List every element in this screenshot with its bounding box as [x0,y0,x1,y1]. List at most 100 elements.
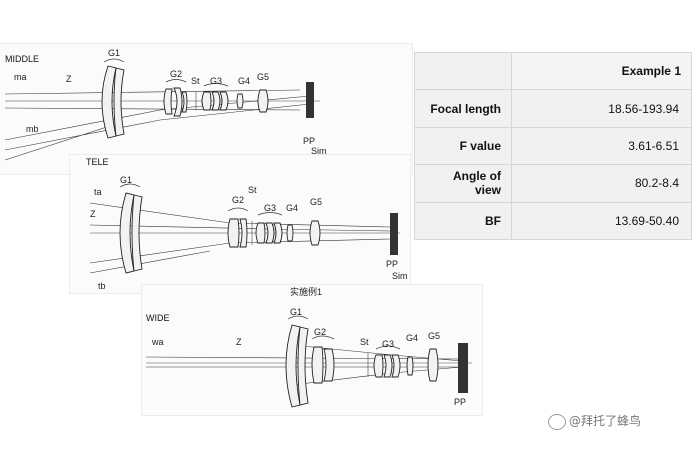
watermark: @拜托了蜂鸟 [548,412,641,430]
wide-axis-label: Z [236,337,242,347]
table-row: Focal length 18.56-193.94 [414,89,692,128]
wide-g1-label: G1 [290,307,302,317]
tele-axis-label: Z [90,209,96,219]
middle-lens-g4 [236,93,244,109]
tele-g3-label: G3 [264,203,276,213]
wide-lens-g2a [311,346,324,384]
row-label: Angle of view [414,164,512,203]
tele-g2-bracket [227,207,249,212]
tele-lens-g3b [265,222,275,244]
tele-ray-b-label: tb [98,281,106,291]
middle-lens-g3a [201,91,212,111]
wide-lens-g5 [427,348,439,382]
middle-lens-g2b [173,87,183,117]
row-value: 3.61-6.51 [511,126,692,166]
wide-lens-g3b [383,354,393,378]
wide-diagram-panel: 实施例1 WIDE wa Z G1 G2 St G3 G4 G5 PP [142,285,482,415]
table-row: F value 3.61-6.51 [414,126,692,166]
row-value: 80.2-8.4 [511,164,692,203]
wide-lens-g1a [285,324,301,408]
wide-caption: 实施例1 [290,286,322,297]
wide-g3-bracket [375,345,401,350]
wide-lens-g1b [297,326,309,406]
tele-lens-g3a [255,222,266,244]
wide-stop-label: St [360,337,369,347]
tele-lens-g3c [273,222,283,244]
tele-g1-bracket [119,183,141,188]
tele-g5-label: G5 [310,197,322,207]
tele-pp-label: PP [386,259,398,269]
wide-lens-g3a [373,354,384,378]
middle-axis-label: Z [66,74,72,84]
wide-g4-label: G4 [406,333,418,343]
middle-sensor [306,82,314,118]
tele-diagram-panel: TELE ta Z tb G1 G2 St G3 G4 G5 PP Sim [70,155,410,293]
tele-g3-bracket [257,212,283,216]
wide-pp-label: PP [454,397,466,407]
table-row: Angle of view 80.2-8.4 [414,164,692,203]
middle-lens-g5 [257,89,269,113]
weibo-icon [548,413,566,430]
middle-stop-label: St [191,76,200,86]
middle-lens-g1b [113,67,125,137]
middle-title: MIDDLE [5,54,39,64]
tele-lens-g4 [286,224,294,242]
tele-sensor [390,213,398,255]
spec-table-header-row: Example 1 [414,51,692,91]
row-label: Focal length [414,89,512,128]
wide-lens-g3c [391,354,401,378]
row-value: 18.56-193.94 [511,89,692,128]
wide-title: WIDE [146,313,170,323]
middle-g5-label: G5 [257,72,269,82]
wide-g2-bracket [311,335,335,340]
watermark-text: @拜托了蜂鸟 [569,414,642,428]
middle-lens-g2c [181,91,188,113]
tele-g2-label: G2 [232,195,244,205]
middle-lens-g3c [219,91,229,111]
wide-ray-a-label: wa [151,337,164,347]
wide-lens-g4 [406,356,414,376]
tele-g4-label: G4 [286,203,298,213]
wide-g3-label: G3 [382,339,394,349]
row-value: 13.69-50.40 [511,201,692,241]
spec-table-corner [414,51,512,91]
middle-g2-bracket [165,79,187,83]
middle-ray-a-label: ma [14,72,27,82]
wide-lens-diagram: 实施例1 WIDE wa Z G1 G2 St G3 G4 G5 PP [145,286,472,408]
middle-lens-g3b [211,91,221,111]
tele-stop-label: St [248,185,257,195]
middle-g1-bracket [103,58,125,63]
middle-g2-label: G2 [170,69,182,79]
tele-lens-g2a [227,218,240,248]
tele-ray-a-label: ta [94,187,102,197]
tele-title: TELE [86,157,109,167]
wide-g2-label: G2 [314,327,326,337]
middle-g3-bracket [203,83,229,87]
wide-sensor [458,343,468,393]
middle-rays [4,89,311,161]
row-label: BF [414,201,512,241]
table-row: BF 13.69-50.40 [414,201,692,241]
tele-lens-g1a [119,192,135,274]
wide-lens-g2b [323,348,335,382]
middle-sim-label: Sim [311,146,327,156]
tele-lens-diagram: TELE ta Z tb G1 G2 St G3 G4 G5 PP Sim [86,157,408,291]
row-label: F value [414,126,512,166]
middle-g4-label: G4 [238,76,250,86]
tele-lens-g1b [131,194,143,272]
middle-pp-label: PP [303,136,315,146]
spec-table: Example 1 Focal length 18.56-193.94 F va… [414,51,692,241]
middle-lens-g2a [163,88,173,115]
wide-g5-label: G5 [428,331,440,341]
middle-g3-label: G3 [210,76,222,86]
spec-table-header: Example 1 [511,51,692,91]
tele-sim-label: Sim [392,271,408,281]
middle-lens-diagram: MIDDLE ma Z mb G1 G2 St G3 G4 G5 PP Sim [4,48,327,161]
middle-diagram-panel: MIDDLE ma Z mb G1 G2 St G3 G4 G5 PP Sim [0,44,412,174]
middle-ray-b-label: mb [26,124,39,134]
tele-lens-g2b [239,218,248,248]
wide-g1-bracket [287,315,309,320]
tele-lens-g5 [309,220,321,246]
middle-g1-label: G1 [108,48,120,58]
tele-g1-label: G1 [120,175,132,185]
